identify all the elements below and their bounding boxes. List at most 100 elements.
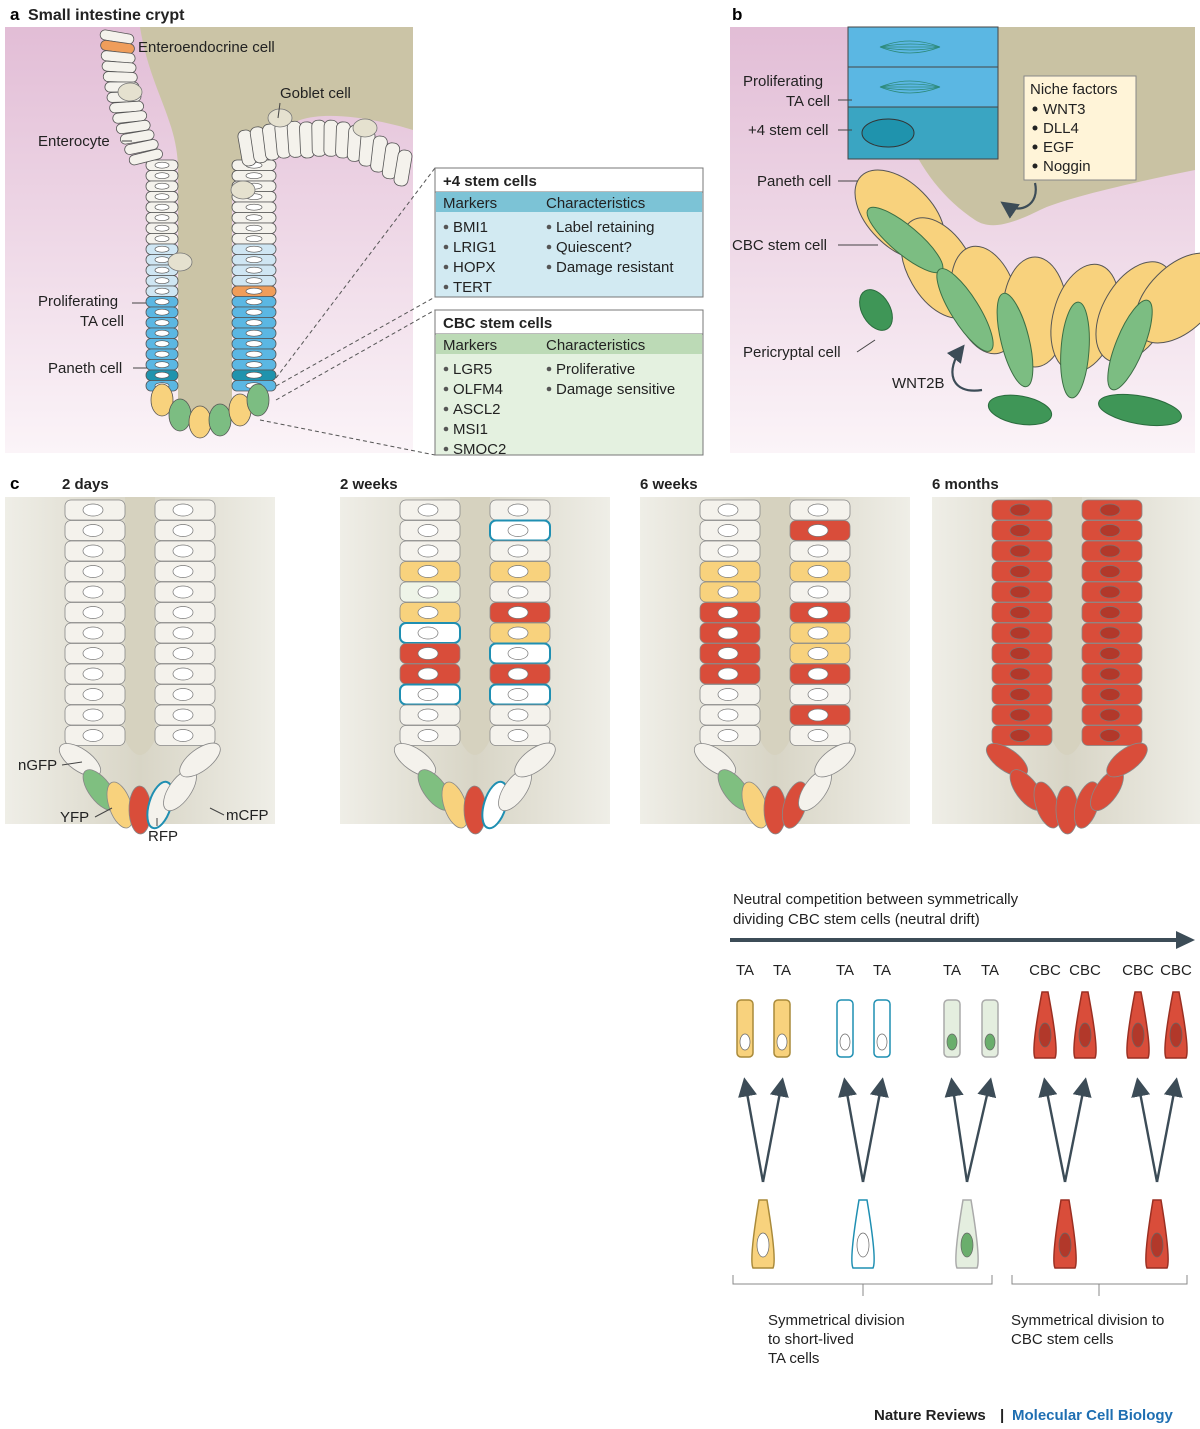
panel-a-labels: Enteroendocrine cell Goblet cell Enteroc…	[38, 39, 351, 377]
daughter-label: CBC	[1122, 962, 1154, 979]
bracket-right-2: CBC stem cells	[1011, 1331, 1114, 1348]
cbc-characteristic-item: Damage sensitive	[556, 381, 675, 398]
crypt-a-nucleus	[245, 340, 263, 348]
crypt-a-nucleus	[245, 319, 263, 327]
niche-item: Noggin	[1043, 158, 1091, 175]
crypt-a-nucleus	[154, 361, 170, 369]
crypt-a-nucleus	[154, 245, 170, 253]
crypt-6months	[932, 497, 1200, 835]
plus4-characteristic-bullet	[546, 224, 552, 230]
pericryptal-cell	[859, 289, 893, 331]
crypt-c-nucleus	[807, 729, 829, 742]
crypt-c-nucleus	[507, 729, 529, 742]
crypt-c-nucleus	[1099, 729, 1121, 742]
crypt-c-nucleus	[1009, 667, 1031, 681]
cbc-characteristic-bullet	[546, 366, 552, 372]
bracket-left-1: Symmetrical division	[768, 1312, 905, 1329]
timepoint-1: 2 days	[62, 476, 109, 493]
panel-a-letter: a	[10, 5, 20, 24]
crypt-c-nucleus	[807, 688, 829, 701]
plus4-marker-item: TERT	[453, 279, 492, 296]
footer-separator: |	[1000, 1407, 1004, 1424]
crypt-a-nucleus	[154, 266, 170, 274]
crypt-c-nucleus	[507, 585, 529, 599]
crypt-c-lumen	[460, 497, 490, 755]
crypt-c-nucleus	[717, 729, 739, 742]
crypt-a-nucleus	[154, 277, 170, 285]
plus4-marker-bullet	[443, 284, 449, 290]
division-arrow	[838, 1077, 865, 1183]
crypt-c-nucleus	[1009, 524, 1031, 537]
goblet-cell	[117, 82, 143, 102]
division-arrow	[965, 1077, 997, 1183]
crypt-a-nucleus	[245, 214, 263, 222]
bracket-left-2: to short-lived	[768, 1331, 854, 1348]
niche-arrow	[1000, 182, 1037, 219]
time-arrow-head	[1176, 931, 1195, 949]
crypt-c-nucleus	[717, 667, 739, 681]
division-arrow	[1131, 1077, 1159, 1183]
crypt-c-nucleus	[507, 503, 529, 517]
crypt-c-nucleus	[172, 565, 194, 578]
daughter-label: TA	[836, 962, 854, 979]
crypt-a-nucleus	[154, 329, 170, 337]
plus4-marker-bullet	[443, 264, 449, 270]
crypt-c-nucleus	[717, 565, 739, 578]
crypt-a-nucleus	[245, 329, 263, 337]
crypt-c-nucleus	[1099, 626, 1121, 640]
crypt-c-nucleus	[172, 503, 194, 517]
crypt-c-nucleus	[1099, 667, 1121, 681]
crypt-c-nucleus	[82, 688, 104, 701]
goblet-cell	[352, 118, 378, 138]
crypt-c-nucleus	[507, 647, 529, 660]
crypt-c-nucleus	[717, 585, 739, 599]
crypt-a-nucleus	[245, 287, 263, 295]
daughter-nucleus	[776, 1033, 788, 1051]
crypt-c-nucleus	[717, 708, 739, 722]
paneth-cell-a	[150, 383, 174, 417]
villus-cell	[102, 71, 138, 83]
division-arrow	[738, 1077, 765, 1183]
cbc-cell-b	[1060, 301, 1090, 399]
label-proliferating-a-2: TA cell	[80, 313, 124, 330]
crypt-c-nucleus	[1099, 565, 1121, 578]
crypt-a-nucleus	[154, 161, 170, 169]
mitotic-spindle	[879, 86, 941, 94]
brackets	[732, 1275, 1188, 1296]
crypt-c-nucleus	[172, 688, 194, 701]
mitotic-spindle	[879, 43, 941, 48]
cbc-marker-item: MSI1	[453, 421, 488, 438]
mitotic-spindle	[879, 46, 941, 54]
crypt-c-nucleus	[717, 647, 739, 660]
daughter-label: CBC	[1029, 962, 1061, 979]
crypt-a-nucleus	[245, 172, 263, 180]
crypt-a-nucleus	[154, 235, 170, 243]
crypt-c-nucleus	[172, 606, 194, 619]
crypt-c-nucleus	[417, 729, 439, 742]
timepoint-4: 6 months	[932, 476, 999, 493]
plus4-markers-header: Markers	[443, 195, 497, 212]
niche-item: WNT3	[1043, 101, 1086, 118]
crypt-c-lumen	[1052, 497, 1082, 755]
neutral-title-2: dividing CBC stem cells (neutral drift)	[733, 911, 980, 928]
cbc-cell-b	[1107, 299, 1153, 391]
bracket-left-3: TA cells	[768, 1350, 819, 1367]
crypt-c-nucleus	[417, 565, 439, 578]
dashed-leaders	[259, 167, 436, 456]
crypt-c-nucleus	[807, 606, 829, 619]
crypt-c-base-cell	[814, 742, 856, 778]
division-arrow	[761, 1077, 789, 1183]
crypt-c-nucleus	[717, 688, 739, 701]
crypt-c-nucleus	[807, 503, 829, 517]
crypt-a-nucleus	[245, 361, 263, 369]
crypt-b-cells	[847, 26, 1200, 427]
crypt-c-nucleus	[82, 544, 104, 558]
crypt-c-nucleus	[507, 606, 529, 619]
label-proliferating-a-1: Proliferating	[38, 293, 118, 310]
cbc-cell-a	[168, 398, 192, 432]
crypt-c-nucleus	[1009, 647, 1031, 660]
crypt-a-nucleus	[245, 203, 263, 211]
crypt-c-lumen	[125, 497, 155, 755]
crypt-c-nucleus	[807, 647, 829, 660]
